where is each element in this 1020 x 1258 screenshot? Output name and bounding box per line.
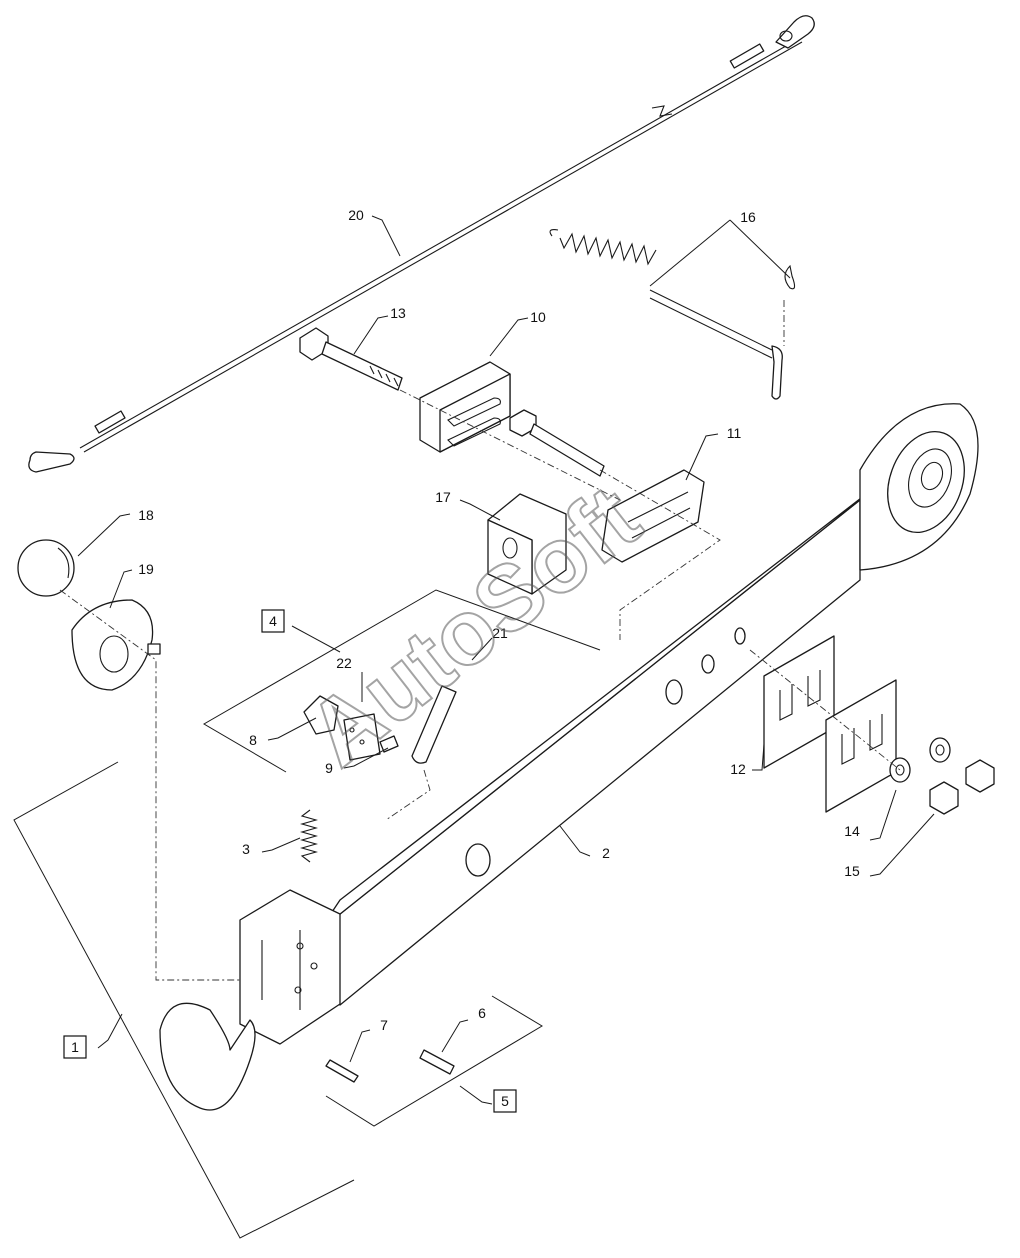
shim-plates bbox=[763, 635, 897, 813]
wedge-plate bbox=[601, 469, 705, 563]
ball-socket bbox=[71, 599, 161, 691]
group-bracket-1 bbox=[13, 761, 355, 1239]
callout-21: 21 bbox=[492, 625, 508, 641]
callout-14: 14 bbox=[844, 823, 860, 839]
latch-mechanism bbox=[303, 685, 457, 764]
spring-rod-assembly bbox=[549, 229, 796, 400]
callout-18: 18 bbox=[138, 507, 154, 523]
u-bracket bbox=[487, 493, 567, 595]
callout-5: 5 bbox=[501, 1093, 509, 1109]
callout-10: 10 bbox=[530, 309, 546, 325]
callout-labels: 1 2 3 4 5 6 7 8 9 10 11 12 13 14 15 16 1… bbox=[71, 207, 860, 1109]
group-bracket-5 bbox=[325, 995, 543, 1127]
lower-link-arm bbox=[319, 403, 979, 1006]
callout-1: 1 bbox=[71, 1039, 79, 1055]
hook-end bbox=[159, 889, 341, 1111]
callout-6: 6 bbox=[478, 1005, 486, 1021]
roll-pins bbox=[325, 1049, 455, 1083]
ball-joint bbox=[17, 539, 75, 597]
assembly-guide-lines bbox=[59, 300, 901, 981]
callout-11: 11 bbox=[727, 425, 742, 441]
callout-17: 17 bbox=[435, 489, 451, 505]
callout-7: 7 bbox=[380, 1017, 388, 1033]
long-bolt bbox=[299, 327, 403, 391]
release-cable bbox=[28, 15, 815, 473]
tension-spring bbox=[299, 809, 319, 863]
callout-box-5 bbox=[493, 1089, 517, 1113]
callout-2: 2 bbox=[602, 845, 610, 861]
callout-box-4 bbox=[261, 609, 285, 633]
callout-12: 12 bbox=[730, 761, 746, 777]
callout-20: 20 bbox=[348, 207, 364, 223]
callout-box-1 bbox=[63, 1035, 87, 1059]
short-bolt bbox=[509, 409, 605, 477]
callout-3: 3 bbox=[242, 841, 250, 857]
callout-15: 15 bbox=[844, 863, 860, 879]
group-bracket-4 bbox=[203, 589, 601, 773]
washers-and-nuts bbox=[889, 737, 995, 815]
callout-8: 8 bbox=[249, 732, 257, 748]
callout-16: 16 bbox=[740, 209, 756, 225]
slotted-block bbox=[419, 361, 511, 453]
leader-lines bbox=[77, 215, 935, 1105]
callout-4: 4 bbox=[269, 613, 277, 629]
callout-13: 13 bbox=[390, 305, 406, 321]
callout-9: 9 bbox=[325, 760, 333, 776]
callout-22: 22 bbox=[336, 655, 352, 671]
callout-19: 19 bbox=[138, 561, 154, 577]
